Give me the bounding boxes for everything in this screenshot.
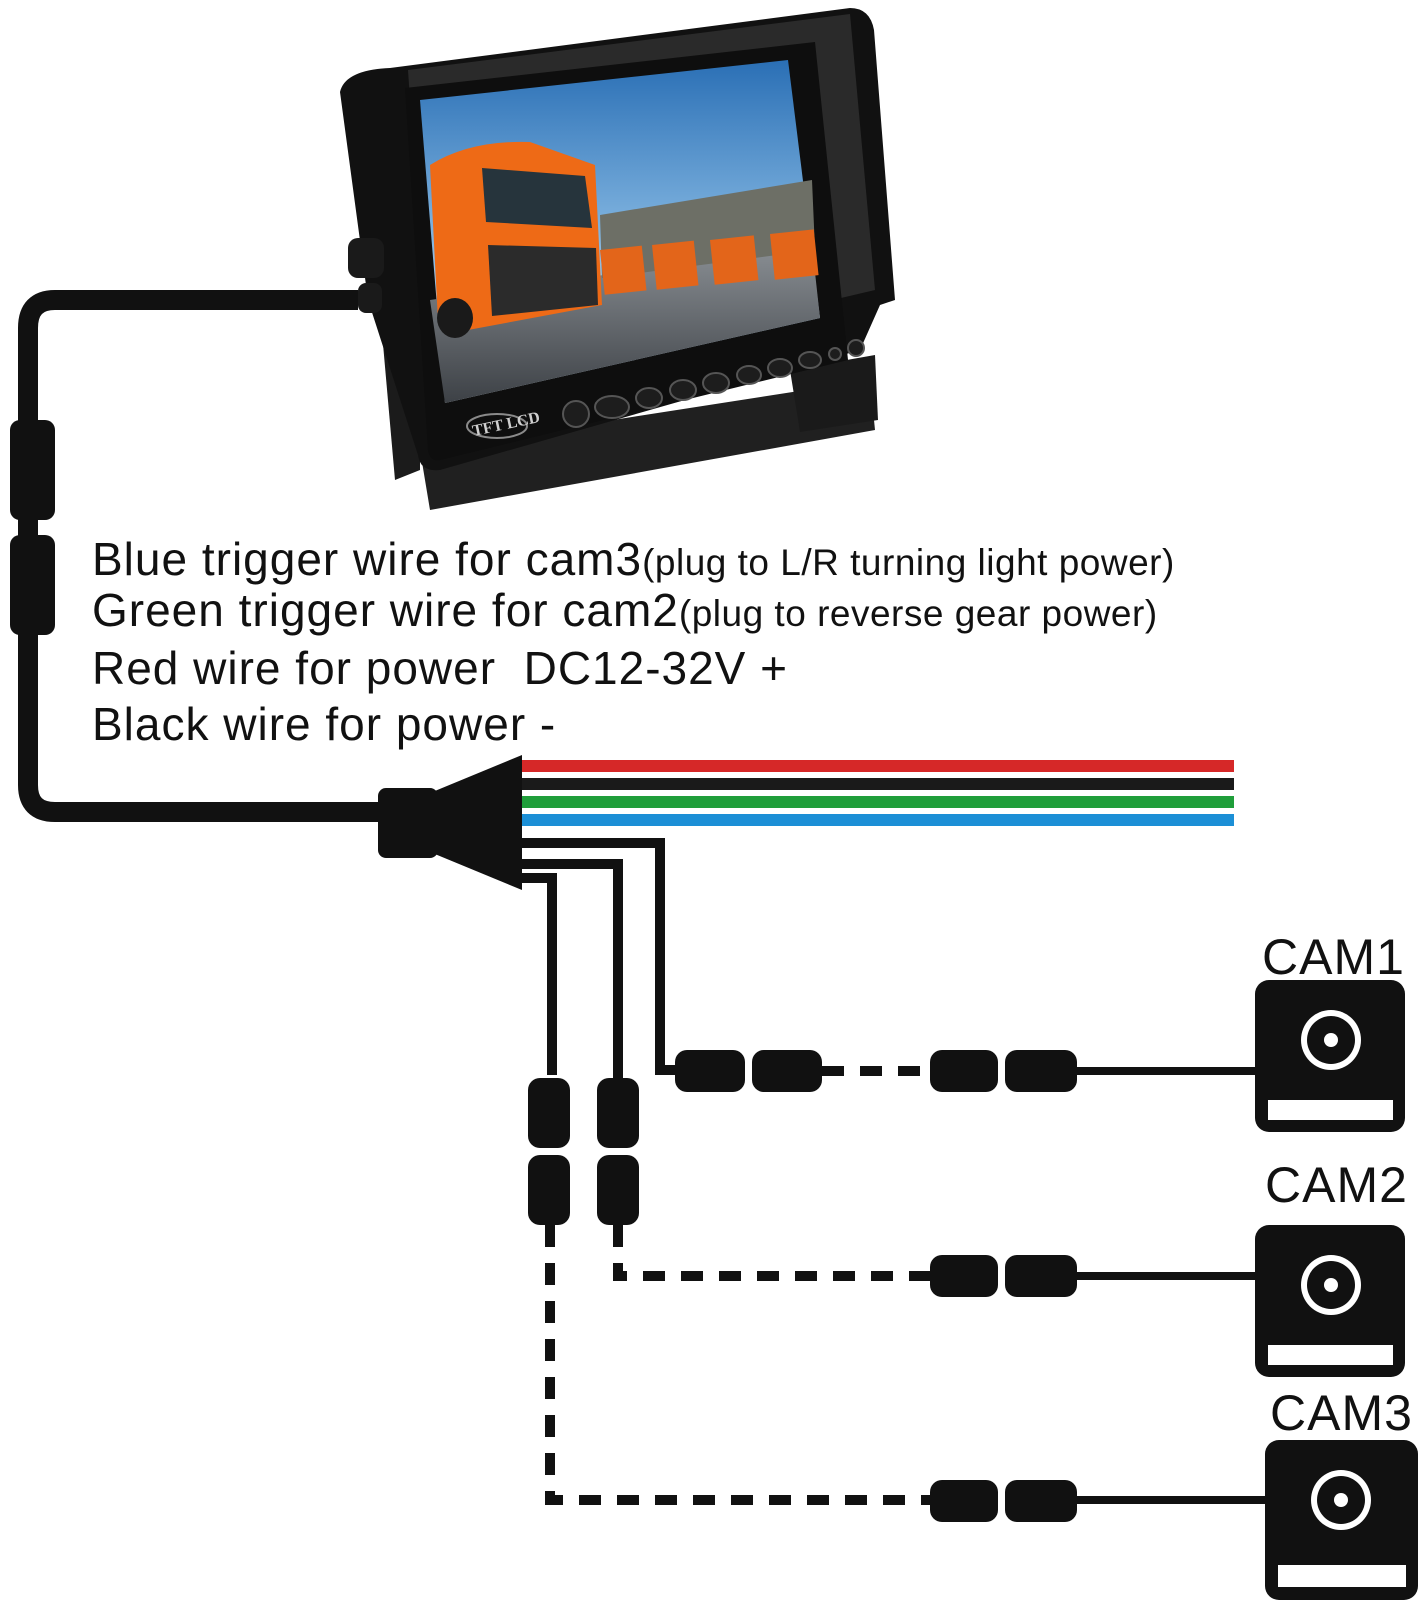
cam1-label: CAM1 <box>1262 929 1405 985</box>
cam3-extension-cable <box>545 1225 930 1505</box>
indicator-dot <box>828 347 842 361</box>
standby-button[interactable] <box>847 339 865 357</box>
plus-button[interactable] <box>702 372 730 394</box>
camera-1 <box>1255 980 1405 1132</box>
wire-legend-note: (plug to reverse gear power) <box>678 593 1158 634</box>
tft-lcd-badge <box>466 413 528 439</box>
colored-wires <box>522 760 1234 826</box>
screen-button-2[interactable] <box>767 358 793 378</box>
inline-connector-top <box>10 420 55 520</box>
cam2-branch-cable <box>520 859 623 1080</box>
power-button[interactable] <box>562 400 590 428</box>
inline-connector-bottom <box>10 535 55 635</box>
wire-legend-main: Green trigger wire for cam2 <box>92 584 679 636</box>
splitter <box>378 755 522 890</box>
camera-2 <box>1255 1225 1405 1377</box>
wire-legend-red: Red wire for power DC12-32V + <box>92 642 789 694</box>
red-wire <box>522 760 1234 772</box>
cam1-branch-cable <box>520 838 680 1075</box>
wire-legend-main: Blue trigger wire for cam3 <box>92 533 643 585</box>
cam3-label: CAM3 <box>1270 1385 1413 1441</box>
minus-button[interactable] <box>635 387 663 409</box>
monitor <box>340 8 895 510</box>
wire-legend-green: Green trigger wire for cam2(plug to reve… <box>92 583 1158 637</box>
wire-legend-note: (plug to L/R turning light power) <box>642 542 1175 583</box>
green-wire <box>522 796 1234 808</box>
camera-3 <box>1265 1440 1418 1600</box>
black-wire <box>522 778 1234 790</box>
extension-connectors <box>528 1050 1077 1522</box>
cam2-label: CAM2 <box>1265 1157 1408 1213</box>
monitor-controls <box>562 339 865 428</box>
screen-button-3[interactable] <box>798 351 822 369</box>
wire-legend-black: Black wire for power - <box>92 698 557 750</box>
cam3-branch-cable <box>520 873 557 1075</box>
cam2-extension-cable <box>613 1225 930 1281</box>
screen-button-1[interactable] <box>736 365 762 385</box>
blue-wire <box>522 814 1234 826</box>
mount-knob <box>348 238 384 278</box>
menu-button[interactable] <box>669 379 697 401</box>
av-button[interactable] <box>594 395 630 419</box>
wire-legend-blue: Blue trigger wire for cam3(plug to L/R t… <box>92 532 1175 586</box>
